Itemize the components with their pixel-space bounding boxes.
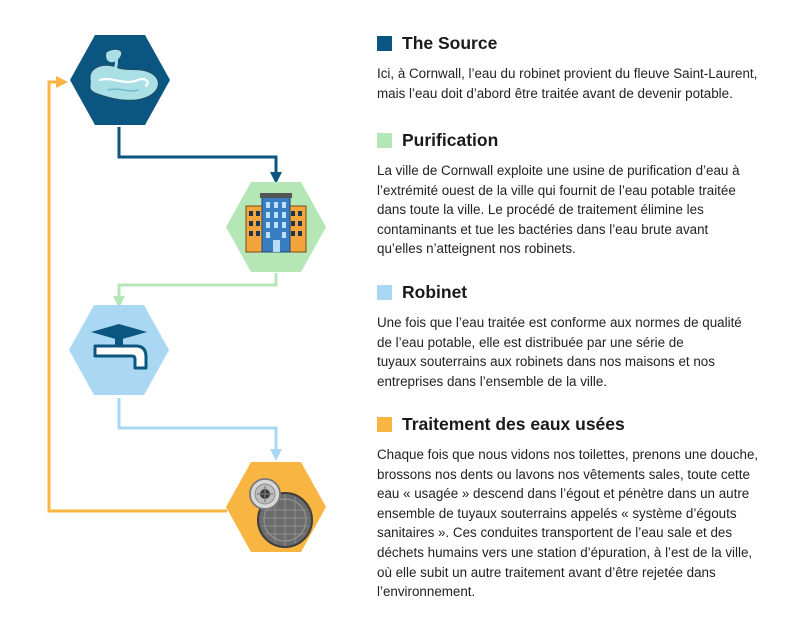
connector-purification-to-robinet <box>113 273 278 308</box>
section-body: Ici, à Cornwall, l’eau du robinet provie… <box>377 64 797 103</box>
body-line: La ville de Cornwall exploite une usine … <box>377 163 740 178</box>
building-icon <box>245 193 307 253</box>
section-robinet: Robinet Une fois que l’eau traitée est c… <box>377 280 797 391</box>
section-purification: Purification La ville de Cornwall exploi… <box>377 128 797 259</box>
body-line: mais l’eau doit d’abord être traitée ava… <box>377 85 733 101</box>
body-line: qu’elles n’atteignent nos robinets. <box>377 241 576 257</box>
body-line: dans toute la ville. Le procédé de trait… <box>377 202 704 218</box>
section-wastewater-header: Traitement des eaux usées <box>377 412 797 436</box>
body-line: sanitaires ». Ces conduites transportent… <box>377 525 733 541</box>
body-line: Ici, à Cornwall, l’eau du robinet provie… <box>377 66 758 81</box>
section-body: Une fois que l’eau traitée est conforme … <box>377 313 797 391</box>
water-cycle-diagram <box>47 35 326 552</box>
section-body: Chaque fois que nous vidons nos toilette… <box>377 445 797 602</box>
river-icon <box>89 48 160 102</box>
connector-source-to-purification <box>117 127 282 184</box>
section-wastewater: Traitement des eaux usées Chaque fois qu… <box>377 412 797 602</box>
connector-robinet-to-wastewater <box>117 398 282 461</box>
body-line: brossons nos dents ou lavons nos vêtemen… <box>377 466 750 482</box>
swatch-wastewater <box>377 416 392 432</box>
section-title: Purification <box>402 129 499 150</box>
faucet-icon <box>91 324 148 370</box>
step-purification-hexagon <box>226 182 326 272</box>
body-line: entreprises dans l’ensemble de la ville. <box>377 373 607 389</box>
step-robinet-hexagon <box>69 305 169 395</box>
swatch-purification <box>377 132 392 148</box>
body-line: Chaque fois que nous vidons nos toilette… <box>377 447 759 462</box>
step-wastewater-hexagon <box>226 462 326 552</box>
section-title: The Source <box>402 32 498 53</box>
body-line: déchets humains vers une station d’épura… <box>377 544 753 560</box>
section-body: La ville de Cornwall exploite une usine … <box>377 161 797 259</box>
section-purification-header: Purification <box>377 128 797 152</box>
body-line: de l’eau potable, elle est distribuée pa… <box>377 334 684 350</box>
body-line: contaminants et tue les bactéries dans l… <box>377 221 709 237</box>
section-source-header: The Source <box>377 31 797 55</box>
drain-manhole-icon <box>249 478 313 548</box>
body-line: eau « usagée » descend dans l’égout et p… <box>377 486 750 502</box>
section-source: The Source Ici, à Cornwall, l’eau du rob… <box>377 31 797 103</box>
body-line: tuyaux souterrains aux robinets dans nos… <box>377 354 715 370</box>
body-line: l’extrémité ouest de la ville qui fourni… <box>377 182 736 198</box>
swatch-robinet <box>377 284 392 300</box>
step-source-hexagon <box>70 35 170 125</box>
swatch-source <box>377 35 392 51</box>
section-title: Traitement des eaux usées <box>402 413 625 434</box>
connector-wastewater-to-source <box>47 76 227 513</box>
body-line: où elle subit un autre traitement avant … <box>377 564 716 580</box>
body-line: Une fois que l’eau traitée est conforme … <box>377 315 742 330</box>
section-title: Robinet <box>402 281 468 302</box>
body-line: ensemble de tuyaux souterrains appelés «… <box>377 505 737 521</box>
body-line: l’environnement. <box>377 584 476 600</box>
section-robinet-header: Robinet <box>377 280 797 304</box>
